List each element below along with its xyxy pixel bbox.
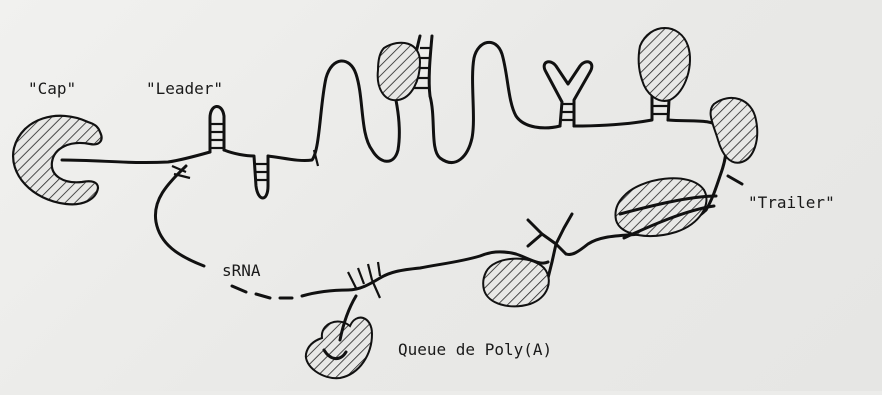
ribosome-blob-top-left <box>378 43 420 100</box>
ribosome-blob-bottom-middle <box>483 259 549 307</box>
ribosome-blob-right <box>711 98 758 163</box>
ribosome-blob-trailer <box>615 178 706 236</box>
srna-label: sRNA <box>222 261 261 280</box>
leader-label: "Leader" <box>146 79 223 98</box>
ribosome-blob-bottom-left <box>306 318 372 379</box>
cap-label: "Cap" <box>28 79 76 98</box>
trailer-label: "Trailer" <box>748 193 835 212</box>
polya-label: Queue de Poly(A) <box>398 340 552 359</box>
ribosome-blob-top-right <box>639 28 690 101</box>
